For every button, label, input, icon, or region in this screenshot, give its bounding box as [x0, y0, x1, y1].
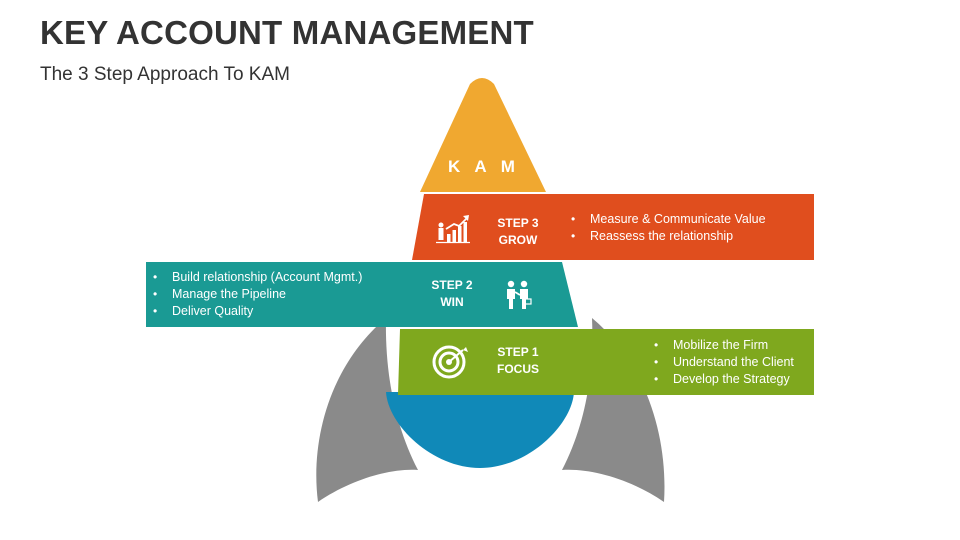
step1-bullets: Mobilize the Firm Understand the Client …	[649, 337, 794, 388]
list-item: Deliver Quality	[148, 303, 362, 320]
list-item: Reassess the relationship	[566, 228, 766, 245]
step2-body	[396, 262, 578, 327]
kam-label: K A M	[448, 157, 520, 176]
left-fin	[316, 318, 418, 502]
list-item: Develop the Strategy	[649, 371, 794, 388]
kam-nose	[420, 78, 546, 192]
list-item: Measure & Communicate Value	[566, 211, 766, 228]
growth-chart-icon	[436, 215, 470, 244]
step3-body	[412, 194, 546, 260]
step2-number: STEP 2	[431, 278, 472, 292]
step2-name: WIN	[440, 295, 463, 309]
right-fin	[562, 318, 665, 502]
step3-name: GROW	[499, 233, 538, 247]
list-item: Build relationship (Account Mgmt.)	[148, 269, 362, 286]
step1-number: STEP 1	[497, 345, 538, 359]
list-item: Mobilize the Firm	[649, 337, 794, 354]
handshake-icon	[507, 280, 532, 309]
page-title: KEY ACCOUNT MANAGEMENT	[40, 14, 534, 51]
step1-body	[398, 329, 596, 395]
rocket-base	[386, 392, 574, 468]
target-icon	[432, 345, 468, 379]
list-item: Understand the Client	[649, 354, 794, 371]
step3-bullets: Measure & Communicate Value Reassess the…	[566, 211, 766, 245]
page-subtitle: The 3 Step Approach To KAM	[40, 64, 290, 85]
step3-number: STEP 3	[497, 216, 538, 230]
step2-bullets: Build relationship (Account Mgmt.) Manag…	[148, 269, 362, 320]
list-item: Manage the Pipeline	[148, 286, 362, 303]
step1-name: FOCUS	[497, 362, 539, 376]
